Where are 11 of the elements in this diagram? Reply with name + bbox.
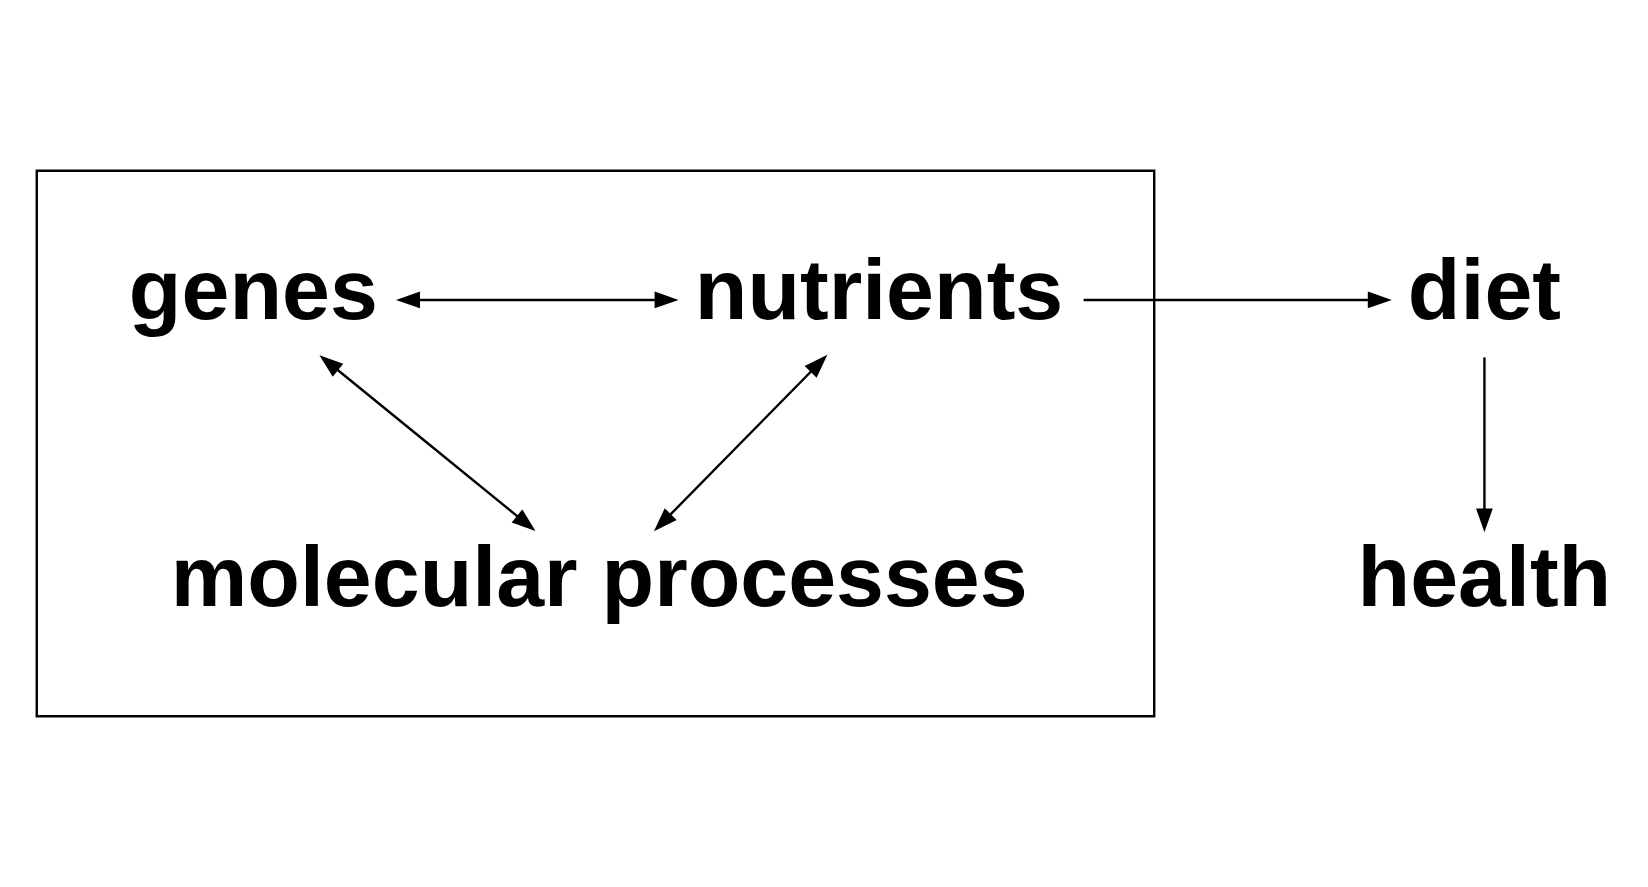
arrow: [1083, 291, 1392, 309]
node-text: molecular processes: [170, 527, 1028, 624]
node-text: genes: [128, 240, 378, 337]
node-text: health: [1357, 527, 1612, 624]
node-text: nutrients: [694, 240, 1064, 337]
arrow: [653, 354, 828, 532]
arrow: [319, 355, 536, 531]
cluster: [35, 169, 1156, 718]
node-text: diet: [1407, 240, 1561, 337]
arrow: [396, 291, 679, 309]
arrow: [1476, 357, 1493, 533]
